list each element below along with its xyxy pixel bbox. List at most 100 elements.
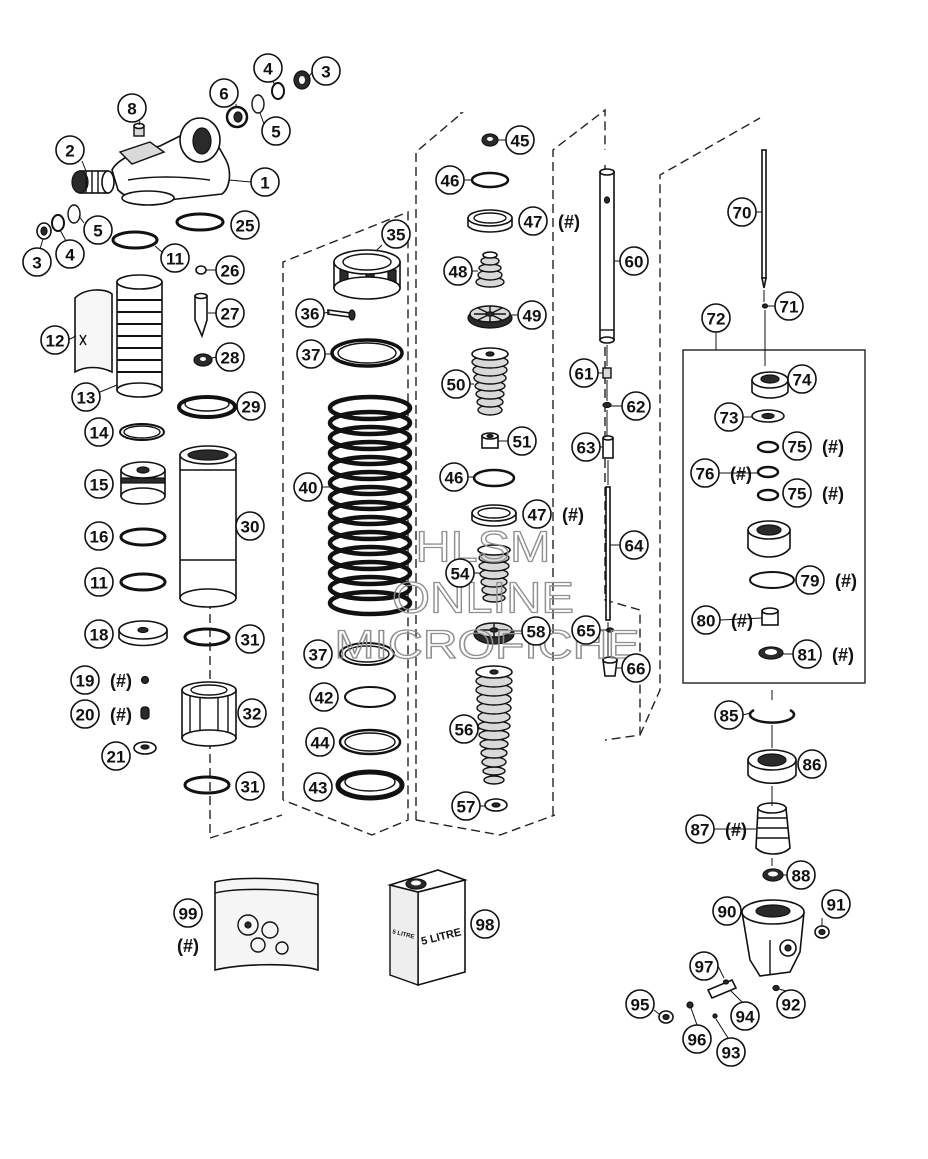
callout-number: 2	[65, 142, 74, 161]
callout-number: 8	[127, 100, 136, 119]
part-8-bleed-screw	[133, 122, 145, 137]
callout-number: 72	[707, 310, 726, 329]
callout-circle	[303, 639, 333, 669]
callout-4: 4	[55, 239, 85, 269]
callout-number: 4	[263, 60, 273, 79]
callout-98: 98	[470, 909, 500, 939]
callout-number: 49	[523, 307, 542, 326]
callout-87: 87(#)	[685, 814, 747, 844]
callout-circle	[295, 298, 325, 328]
callout-circle	[787, 364, 817, 394]
callout-37: 37	[296, 339, 326, 369]
callout-number: 87	[691, 821, 710, 840]
callout-circle	[521, 616, 551, 646]
callout-42: 42	[309, 682, 339, 712]
callout-21: 21	[101, 741, 131, 771]
callout-number: 65	[577, 622, 596, 641]
callout-circle	[619, 530, 649, 560]
callout-circle	[209, 78, 239, 108]
callout-number: 13	[77, 389, 96, 408]
callout-circle	[215, 342, 245, 372]
callout-circle	[84, 567, 114, 597]
callout-circle	[505, 125, 535, 155]
callout-circle	[55, 239, 85, 269]
callout-11: 11	[160, 243, 190, 273]
callout-85: 85	[714, 700, 744, 730]
callout-circle	[235, 624, 265, 654]
callout-circle	[701, 303, 731, 333]
callout-circle	[712, 896, 742, 926]
callout-number: 85	[720, 707, 739, 726]
callout-number: 81	[798, 646, 817, 665]
callout-circle	[518, 206, 548, 236]
callout-19: 19(#)	[70, 665, 132, 695]
can-side-label: 5 LITRE	[392, 929, 415, 940]
callout-circle	[84, 469, 114, 499]
callout-64: 64	[619, 530, 649, 560]
callout-circle	[689, 951, 719, 981]
spring-column-parts	[327, 249, 413, 801]
callout-circle	[441, 369, 471, 399]
callout-circle	[235, 771, 265, 801]
callout-circle	[303, 772, 333, 802]
callout-circle	[250, 167, 280, 197]
callout-27: 27	[215, 298, 245, 328]
callout-circle	[625, 989, 655, 1019]
callout-circle	[621, 653, 651, 683]
callout-28: 28	[215, 342, 245, 372]
callout-note-marker: (#)	[835, 571, 857, 591]
callout-number: 64	[625, 537, 644, 556]
callout-note-marker: (#)	[110, 705, 132, 725]
callout-circle	[230, 210, 260, 240]
callout-number: 86	[803, 756, 822, 775]
callout-97: 97	[689, 951, 719, 981]
callout-number: 99	[179, 905, 198, 924]
callout-60: 60	[619, 246, 649, 276]
callout-44: 44	[305, 727, 335, 757]
callout-circle	[730, 1001, 760, 1031]
callout-number: 5	[271, 123, 280, 142]
callout-number: 27	[221, 305, 240, 324]
callout-5: 5	[83, 215, 113, 245]
callout-3: 3	[311, 56, 341, 86]
part-90-clevis	[741, 899, 805, 977]
callout-number: 3	[32, 254, 41, 273]
callout-number: 95	[631, 996, 650, 1015]
left-column-parts	[74, 230, 168, 755]
callout-circle	[236, 391, 266, 421]
callout-48: 48	[443, 256, 473, 286]
callout-circle	[691, 605, 721, 635]
callout-65: 65	[571, 615, 601, 645]
callout-91: 91	[821, 889, 851, 919]
callout-number: 11	[166, 250, 184, 269]
callout-circle	[435, 165, 465, 195]
callout-number: 3	[321, 63, 330, 82]
callout-circle	[70, 699, 100, 729]
callout-37: 37	[303, 639, 333, 669]
callout-note-marker: (#)	[558, 212, 580, 232]
callout-circle	[619, 246, 649, 276]
callout-95: 95	[625, 989, 655, 1019]
callout-number: 74	[793, 371, 812, 390]
callout-circle	[682, 1024, 712, 1054]
callout-number: 16	[90, 528, 109, 547]
callout-12: 12	[40, 325, 70, 355]
callout-number: 31	[241, 778, 260, 797]
callout-46: 46	[435, 165, 465, 195]
valve-stack-column-parts	[467, 133, 517, 812]
callout-circle	[173, 898, 203, 928]
callout-number: 25	[236, 217, 255, 236]
callout-circle	[253, 53, 283, 83]
callout-47: 47(#)	[518, 206, 580, 236]
callout-note-marker: (#)	[110, 671, 132, 691]
callout-49: 49	[517, 300, 547, 330]
callout-2: 2	[55, 135, 85, 165]
callout-number: 57	[457, 798, 476, 817]
callout-96: 96	[682, 1024, 712, 1054]
callout-number: 80	[697, 612, 716, 631]
piston-rod-column-parts	[599, 168, 618, 677]
callout-94: 94	[730, 1001, 760, 1031]
callout-number: 70	[733, 204, 752, 223]
callout-number: 98	[476, 916, 495, 935]
callout-circle	[439, 462, 469, 492]
